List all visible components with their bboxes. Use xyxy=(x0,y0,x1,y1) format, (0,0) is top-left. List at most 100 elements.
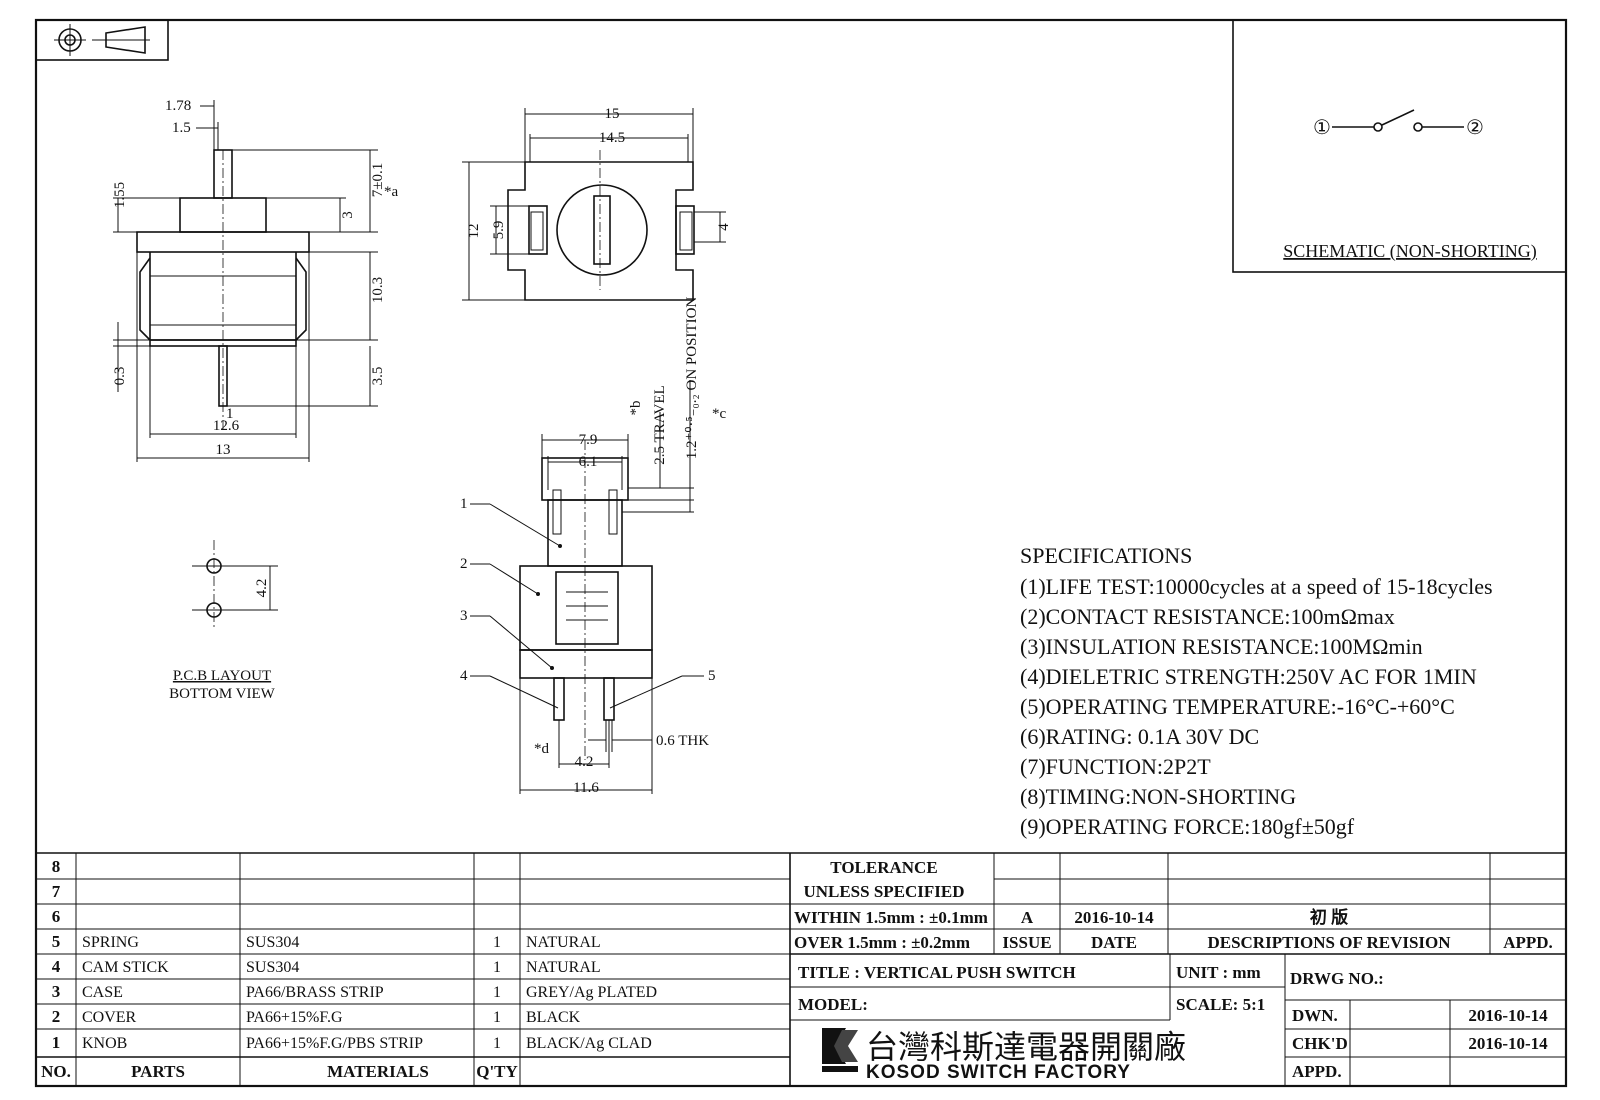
bom-no: 2 xyxy=(52,1007,61,1026)
company-name-chinese: 台灣科斯達電器開關廠 xyxy=(866,1029,1186,1065)
front-view: 7.9 6.1 2.5 TRAVEL *b 1.2⁺⁰·⁵₋₀.₂ ON POS… xyxy=(460,297,727,796)
scale-label: SCALE: 5:1 xyxy=(1176,995,1265,1014)
dim-6-1: 6.1 xyxy=(579,454,598,470)
date-column-label: DATE xyxy=(1091,933,1137,952)
top-view: 15 14.5 12 5.9 4 xyxy=(462,106,732,301)
note-b: *b xyxy=(628,401,644,416)
spec-item: (5)OPERATING TEMPERATURE:-16°C-+60°C xyxy=(1020,694,1455,719)
bom-part: SPRING xyxy=(82,934,139,951)
travel-dimension: 2.5 TRAVEL xyxy=(652,385,668,464)
bom-qty: 1 xyxy=(493,959,501,976)
bom-part: CAM STICK xyxy=(82,959,169,976)
bom-qty: 1 xyxy=(493,984,501,1001)
switch-contact-blade xyxy=(1381,109,1415,126)
sheet-border xyxy=(34,18,1568,1088)
bom-finish: BLACK xyxy=(526,1009,581,1026)
checked-label: CHK'D xyxy=(1292,1034,1348,1053)
dim-1-5: 1.5 xyxy=(172,120,191,136)
drawn-label: DWN. xyxy=(1292,1006,1338,1025)
dim-13: 13 xyxy=(216,442,231,458)
bom-material: PA66+15%F.G/PBS STRIP xyxy=(246,1035,423,1052)
pcb-layout-title: P.C.B LAYOUT xyxy=(173,668,271,684)
revision-description: 初 版 xyxy=(1310,907,1348,927)
bom-part: COVER xyxy=(82,1009,137,1026)
bom-row: 6 xyxy=(52,907,61,926)
callout-4: 4 xyxy=(460,668,468,684)
dim-14-5: 14.5 xyxy=(599,130,625,146)
bom-header-qty: Q'TY xyxy=(476,1062,518,1081)
dim-11-6: 11.6 xyxy=(573,780,599,796)
bom-finish: GREY/Ag PLATED xyxy=(526,984,657,1001)
dim-0-3: 0.3 xyxy=(112,367,128,386)
dim-7: 7±0.1 xyxy=(370,163,386,197)
bom-row: 3 CASE PA66/BRASS STRIP 1 GREY/Ag PLATED xyxy=(52,982,657,1001)
bom-material: PA66/BRASS STRIP xyxy=(246,984,384,1001)
company-name-english: KOSOD SWITCH FACTORY xyxy=(866,1062,1131,1083)
spec-item: (6)RATING: 0.1A 30V DC xyxy=(1020,724,1259,749)
dim-5-9: 5.9 xyxy=(491,221,507,240)
spec-item: (7)FUNCTION:2P2T xyxy=(1020,754,1211,779)
description-column-label: DESCRIPTIONS OF REVISION xyxy=(1207,933,1451,952)
unit-label: UNIT : mm xyxy=(1176,963,1261,982)
spec-item: (3)INSULATION RESISTANCE:100MΩmin xyxy=(1020,634,1423,659)
bom-material: PA66+15%F.G xyxy=(246,1009,343,1026)
tolerance-over: OVER 1.5mm : ±0.2mm xyxy=(794,933,970,952)
bill-of-materials: 8 7 6 5 SPRING SUS304 1 NATURAL xyxy=(36,852,791,1086)
bom-row: 8 xyxy=(52,857,61,876)
spec-item: (8)TIMING:NON-SHORTING xyxy=(1020,784,1296,809)
tolerance-within: WITHIN 1.5mm : ±0.1mm xyxy=(794,908,988,927)
title-block: TOLERANCE UNLESS SPECIFIED WITHIN 1.5mm … xyxy=(790,852,1566,1086)
bom-row: 7 xyxy=(52,882,61,901)
schematic-caption: SCHEMATIC (NON-SHORTING) xyxy=(1283,241,1536,262)
bom-row: 4 CAM STICK SUS304 1 NATURAL xyxy=(52,957,601,976)
dim-1-55: 1.55 xyxy=(112,182,128,208)
tolerance-unless: UNLESS SPECIFIED xyxy=(803,882,964,901)
bom-row: 2 COVER PA66+15%F.G 1 BLACK xyxy=(52,1007,581,1026)
bom-material: SUS304 xyxy=(246,959,299,976)
bom-qty: 1 xyxy=(493,934,501,951)
callout-3: 3 xyxy=(460,608,468,624)
terminal-2-label: ② xyxy=(1466,117,1484,139)
callout-5: 5 xyxy=(708,668,716,684)
bom-qty: 1 xyxy=(493,1009,501,1026)
bom-row: 5 SPRING SUS304 1 NATURAL xyxy=(52,932,601,951)
specifications: SPECIFICATIONS (1)LIFE TEST:10000cycles … xyxy=(1020,543,1493,839)
dim-3-5: 3.5 xyxy=(370,367,386,386)
bom-no: 6 xyxy=(52,907,61,926)
bom-no: 5 xyxy=(52,932,61,951)
dim-4: 4 xyxy=(716,223,732,231)
side-view: 1.78 1.5 1.55 3 7±0.1 *a 10.3 0.3 3.5 1 xyxy=(112,98,399,462)
note-d: *d xyxy=(534,741,550,757)
dim-1: 1 xyxy=(226,406,234,422)
dim-0-6-thk: 0.6 THK xyxy=(656,733,709,749)
callout-2: 2 xyxy=(460,556,468,572)
dim-4-2-front: 4.2 xyxy=(575,754,594,770)
bom-header-materials: MATERIALS xyxy=(327,1062,429,1081)
dim-12-6: 12.6 xyxy=(213,418,240,434)
bom-no: 3 xyxy=(52,982,61,1001)
tolerance-label: TOLERANCE xyxy=(830,858,937,877)
note-c: *c xyxy=(712,406,727,422)
model-label: MODEL: xyxy=(798,995,868,1014)
pcb-layout: 4.2 P.C.B LAYOUT BOTTOM VIEW xyxy=(169,540,278,702)
checked-date: 2016-10-14 xyxy=(1468,1034,1548,1053)
bom-material: SUS304 xyxy=(246,934,299,951)
terminal-1-label: ① xyxy=(1313,117,1331,139)
bom-no: 8 xyxy=(52,857,61,876)
dim-10-3: 10.3 xyxy=(370,277,386,303)
bom-no: 1 xyxy=(52,1033,61,1052)
revision-date: 2016-10-14 xyxy=(1074,908,1154,927)
bom-no: 4 xyxy=(52,957,61,976)
pcb-pitch: 4.2 xyxy=(254,579,270,598)
revision-issue: A xyxy=(1021,908,1034,927)
dim-15: 15 xyxy=(605,106,620,122)
on-position-dimension: 1.2⁺⁰·⁵₋₀.₂ ON POSITION xyxy=(684,297,700,460)
bom-finish: NATURAL xyxy=(526,959,601,976)
schematic-panel: ① ② SCHEMATIC (NON-SHORTING) xyxy=(1232,19,1567,273)
company-logo-icon xyxy=(822,1028,858,1072)
bom-no: 7 xyxy=(52,882,61,901)
bom-header-parts: PARTS xyxy=(131,1062,185,1081)
dim-3: 3 xyxy=(340,211,356,219)
drawing-title: TITLE : VERTICAL PUSH SWITCH xyxy=(798,963,1076,982)
